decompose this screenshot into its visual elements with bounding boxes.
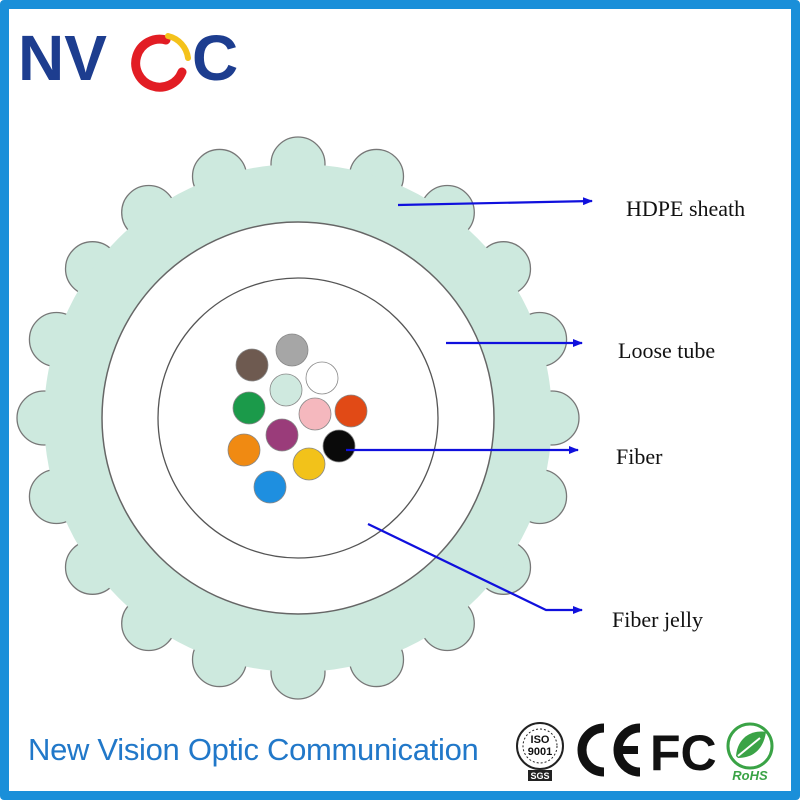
fc-mark-icon: FC	[650, 725, 717, 780]
iso-9001-seal-icon: ISO 9001 SGS	[516, 722, 564, 781]
company-name: New Vision Optic Communication	[28, 732, 479, 767]
logo-letter-c: C	[192, 22, 238, 92]
loose-tube	[157, 277, 439, 559]
fiber-bundle	[227, 333, 368, 504]
jelly-leader-arrow	[367, 523, 583, 614]
label-loose-tube: Loose tube	[618, 338, 715, 363]
ce-mark-icon	[577, 723, 641, 777]
fiber-strand	[275, 333, 309, 367]
logo-letters-nv: NV	[18, 22, 107, 92]
fiber-strand	[292, 447, 326, 481]
label-hdpe-sheath: HDPE sheath	[626, 196, 745, 221]
svg-text:SGS: SGS	[530, 771, 549, 781]
fiber-strand	[269, 373, 303, 407]
fiber-strand	[305, 361, 339, 395]
fiber-strand	[227, 433, 261, 467]
fiber-strand	[235, 348, 269, 382]
fiber-strand	[322, 429, 356, 463]
fiber-strand	[334, 394, 368, 428]
nvoc-logo: NV C	[18, 22, 238, 92]
fiber-strand	[265, 418, 299, 452]
sheath-leader-arrow	[397, 197, 593, 207]
fiber-strand	[298, 397, 332, 431]
logo-o-icon	[131, 33, 191, 92]
fiber-strand	[253, 470, 287, 504]
label-fiber-jelly: Fiber jelly	[612, 607, 703, 632]
svg-text:9001: 9001	[528, 746, 552, 758]
rohs-leaf-icon: RoHS	[726, 722, 774, 783]
fiber-strand	[232, 391, 266, 425]
svg-text:RoHS: RoHS	[732, 768, 768, 783]
svg-text:FC: FC	[650, 725, 717, 780]
svg-text:ISO: ISO	[531, 734, 550, 746]
label-fiber: Fiber	[616, 444, 663, 469]
